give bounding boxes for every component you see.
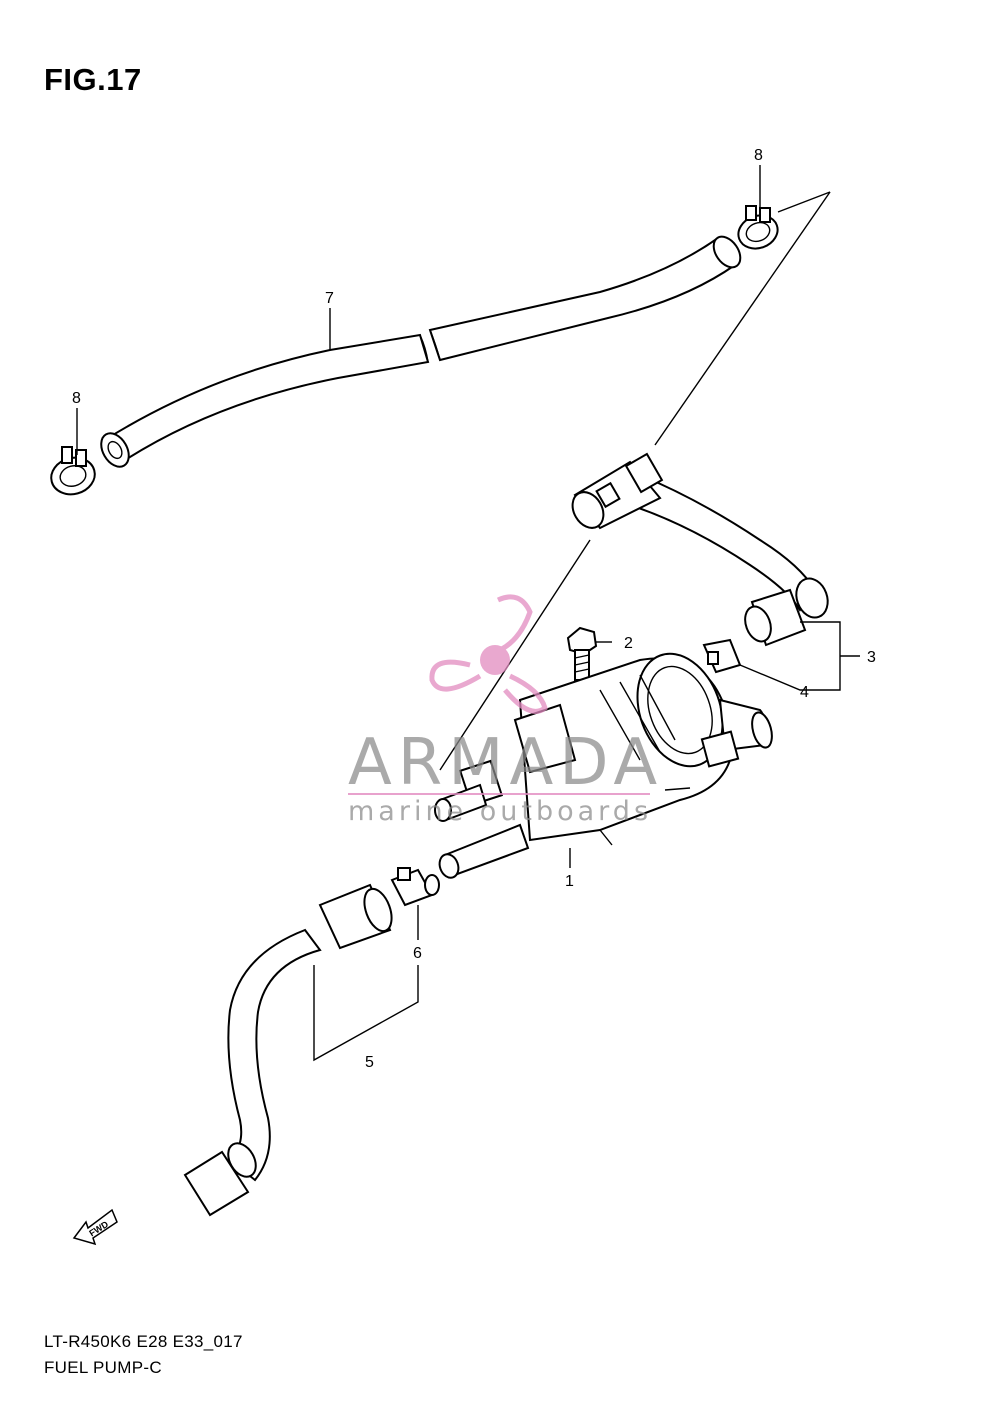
part-3-outlet-hose-assembly [571,452,829,647]
forward-direction-arrow: FWD [72,1208,118,1246]
assembly-guide-lines [439,191,831,771]
callout-3: 3 [867,649,876,666]
part-8-clamp-left [50,446,96,496]
callout-8-top: 8 [754,147,763,164]
callout-6: 6 [413,945,422,962]
watermark-propeller-icon [429,594,548,714]
part-5-inlet-hose-assembly [183,883,393,1217]
part-7-fuel-hose [100,235,742,468]
watermark-brand: ARMADA [348,726,664,800]
part-2-bolt [566,626,598,681]
callout-2: 2 [624,635,633,652]
callout-4: 4 [800,684,809,701]
watermark-divider [348,793,650,795]
figure-title: FIG.17 [44,62,142,97]
part-6-clip [390,867,440,907]
callout-1: 1 [565,873,574,890]
callout-8-left: 8 [72,390,81,407]
callout-7: 7 [325,290,334,307]
callout-5: 5 [365,1054,374,1071]
section-name: FUEL PUMP-C [44,1358,162,1377]
model-code: LT-R450K6 E28 E33_017 [44,1332,243,1351]
part-4-clip [702,638,742,674]
watermark-tagline: marine outboards [348,796,653,827]
callout-leaders [76,165,860,1062]
part-8-clamp-top [737,205,779,250]
